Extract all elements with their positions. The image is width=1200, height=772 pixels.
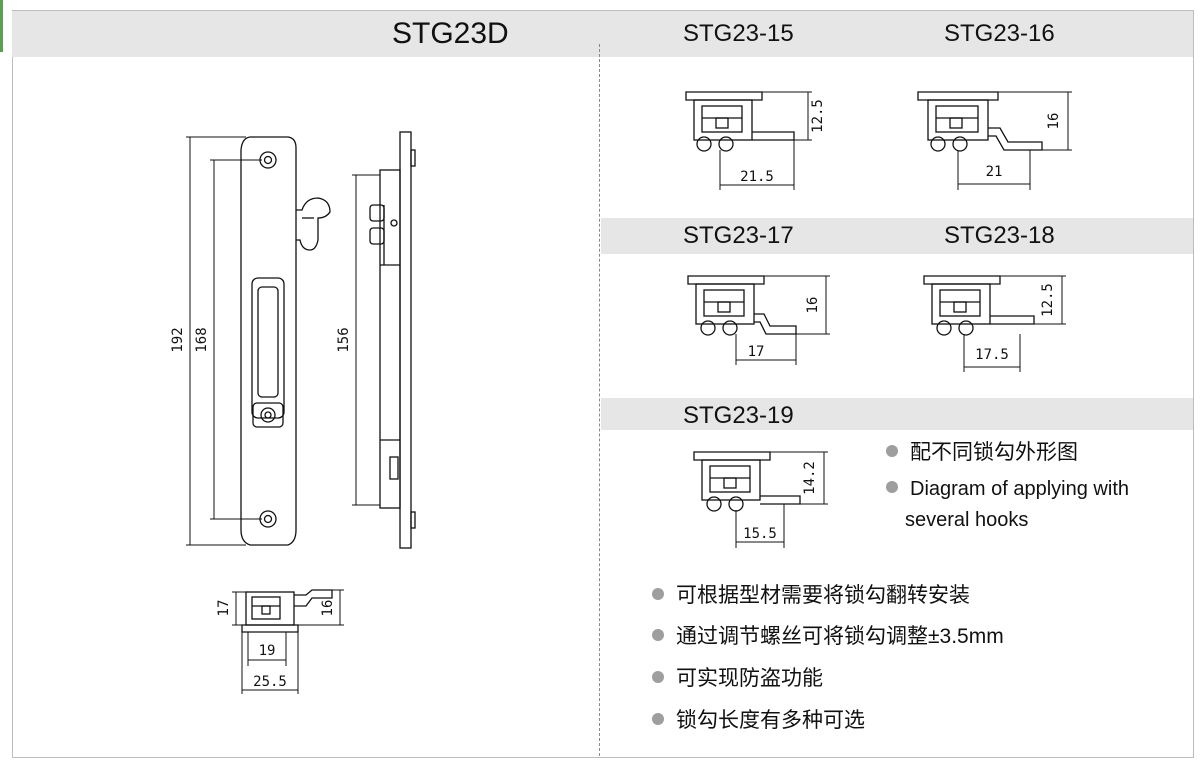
bullet-dot — [652, 713, 664, 725]
note-hooks-cn: 配不同锁勾外形图 — [886, 442, 1078, 463]
lock-front-view — [240, 136, 331, 546]
dim-v18-height: 12.5 — [1040, 283, 1056, 317]
note-hooks-en-cont: several hooks — [905, 509, 1029, 531]
dim-v16-height: 16 — [1046, 113, 1062, 130]
header-band-row3 — [601, 398, 1193, 430]
dim-v18-width: 17.5 — [975, 347, 1009, 363]
feature-bullet: 可实现防盗功能 — [652, 668, 823, 689]
bottom-view-dimensions — [232, 589, 344, 694]
bullet-dot — [886, 481, 898, 493]
hook-variant-17 — [687, 275, 797, 336]
hook-variant-15 — [685, 91, 795, 152]
dim-hole-spacing: 168 — [194, 327, 210, 352]
variant-title-18: STG23-18 — [944, 222, 1055, 249]
variant-title-15: STG23-15 — [683, 20, 794, 47]
dim-v16-width: 21 — [986, 164, 1003, 180]
accent-bar — [0, 0, 3, 52]
dim-v15-height: 12.5 — [810, 99, 826, 133]
feature-bullet: 通过调节螺丝可将锁勾调整±3.5mm — [652, 626, 1004, 647]
dim-v17-width: 17 — [748, 344, 765, 360]
section-divider — [599, 44, 600, 756]
front-view-dimensions — [186, 136, 262, 546]
bullet-dot — [652, 629, 664, 641]
main-title: STG23D — [392, 17, 509, 50]
header-band-row2 — [601, 218, 1193, 254]
hook-variant-dimensions — [719, 91, 1072, 548]
dim-v17-height: 16 — [805, 297, 821, 314]
hook-variant-16 — [917, 91, 1043, 152]
variant-title-19: STG23-19 — [683, 402, 794, 429]
feature-bullet: 可根据型材需要将锁勾翻转安装 — [652, 585, 970, 606]
dim-bottom-w-inner: 19 — [259, 643, 276, 659]
dim-v19-width: 15.5 — [743, 526, 777, 542]
dim-bottom-h-left: 17 — [216, 600, 232, 617]
feature-bullet: 锁勾长度有多种可选 — [652, 710, 865, 731]
hook-variant-18 — [923, 275, 1035, 336]
variant-title-16: STG23-16 — [944, 20, 1055, 47]
dim-v15-width: 21.5 — [740, 169, 774, 185]
dim-bottom-w-outer: 25.5 — [253, 674, 287, 690]
bullet-dot — [652, 588, 664, 600]
drawing-frame — [12, 10, 1194, 758]
dim-v19-height: 14.2 — [802, 461, 818, 495]
lock-bottom-view — [241, 589, 333, 633]
lock-side-view — [369, 131, 416, 549]
variant-title-17: STG23-17 — [683, 222, 794, 249]
header-band-top — [12, 11, 1193, 57]
dim-overall-height: 192 — [170, 327, 186, 352]
bullet-dot — [886, 445, 898, 457]
hook-variant-19 — [693, 451, 801, 512]
side-view-dimensions — [352, 174, 380, 506]
dim-bottom-h-right: 16 — [320, 600, 336, 617]
bullet-dot — [652, 671, 664, 683]
note-hooks-en: Diagram of applying with — [886, 479, 1129, 499]
dim-side-height: 156 — [336, 327, 352, 352]
